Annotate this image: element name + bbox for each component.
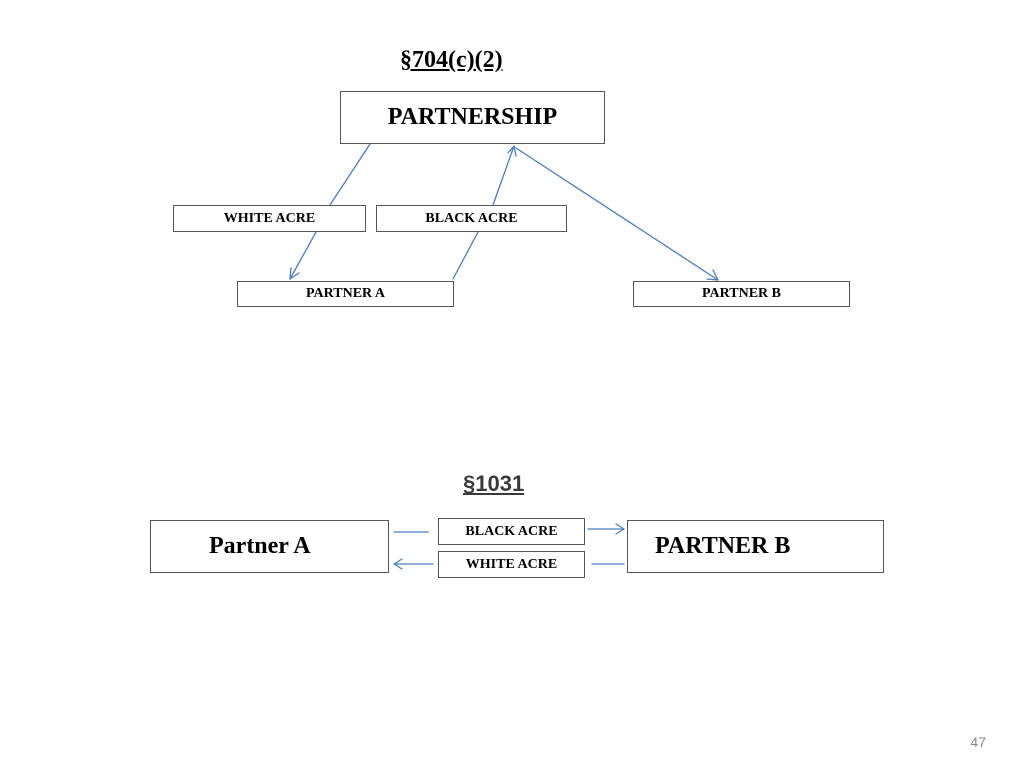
partnership-to-white-acre-line [329, 143, 371, 206]
partner-a-box: PARTNER A [237, 281, 454, 307]
section-704-heading: §704(c)(2) [400, 47, 503, 73]
page-number: 47 [970, 734, 986, 750]
white-acre-exchange-box: WHITE ACRE [438, 551, 585, 578]
partner-b-exchange-arrowhead [615, 523, 625, 535]
partnership-box: PARTNERSHIP [340, 91, 605, 144]
partnership-label: PARTNERSHIP [387, 104, 558, 130]
partner-b-label: PARTNER B [702, 286, 781, 301]
section-1031-heading: §1031 [463, 471, 525, 496]
black-acre-to-partnership-arrow [492, 145, 515, 206]
white-acre-exchange-label: WHITE ACRE [465, 556, 558, 572]
partner-a-exchange-arrowhead [393, 558, 403, 570]
partner-a-arrowhead [289, 267, 300, 280]
partner-b-exchange-label: PARTNER B [655, 533, 791, 559]
black-acre-exchange-label: BLACK ACRE [465, 523, 558, 539]
partner-a-exchange-box: Partner A [150, 520, 389, 573]
black-acre-exchange-box: BLACK ACRE [438, 518, 585, 545]
partner-b-arrowhead [706, 269, 719, 281]
white-acre-label: WHITE ACRE [223, 210, 316, 226]
black-acre-box: BLACK ACRE [376, 205, 567, 232]
white-acre-box: WHITE ACRE [173, 205, 366, 232]
partnership-arrowhead [507, 145, 517, 157]
partner-b-exchange-box: PARTNER B [627, 520, 884, 573]
partner-a-to-black-acre-line [452, 231, 479, 280]
partner-a-label: PARTNER A [306, 286, 385, 301]
partner-b-box: PARTNER B [633, 281, 850, 307]
black-acre-label: BLACK ACRE [425, 210, 518, 226]
white-acre-to-partner-a-arrow [289, 231, 317, 280]
partner-a-exchange-label: Partner A [209, 533, 311, 559]
